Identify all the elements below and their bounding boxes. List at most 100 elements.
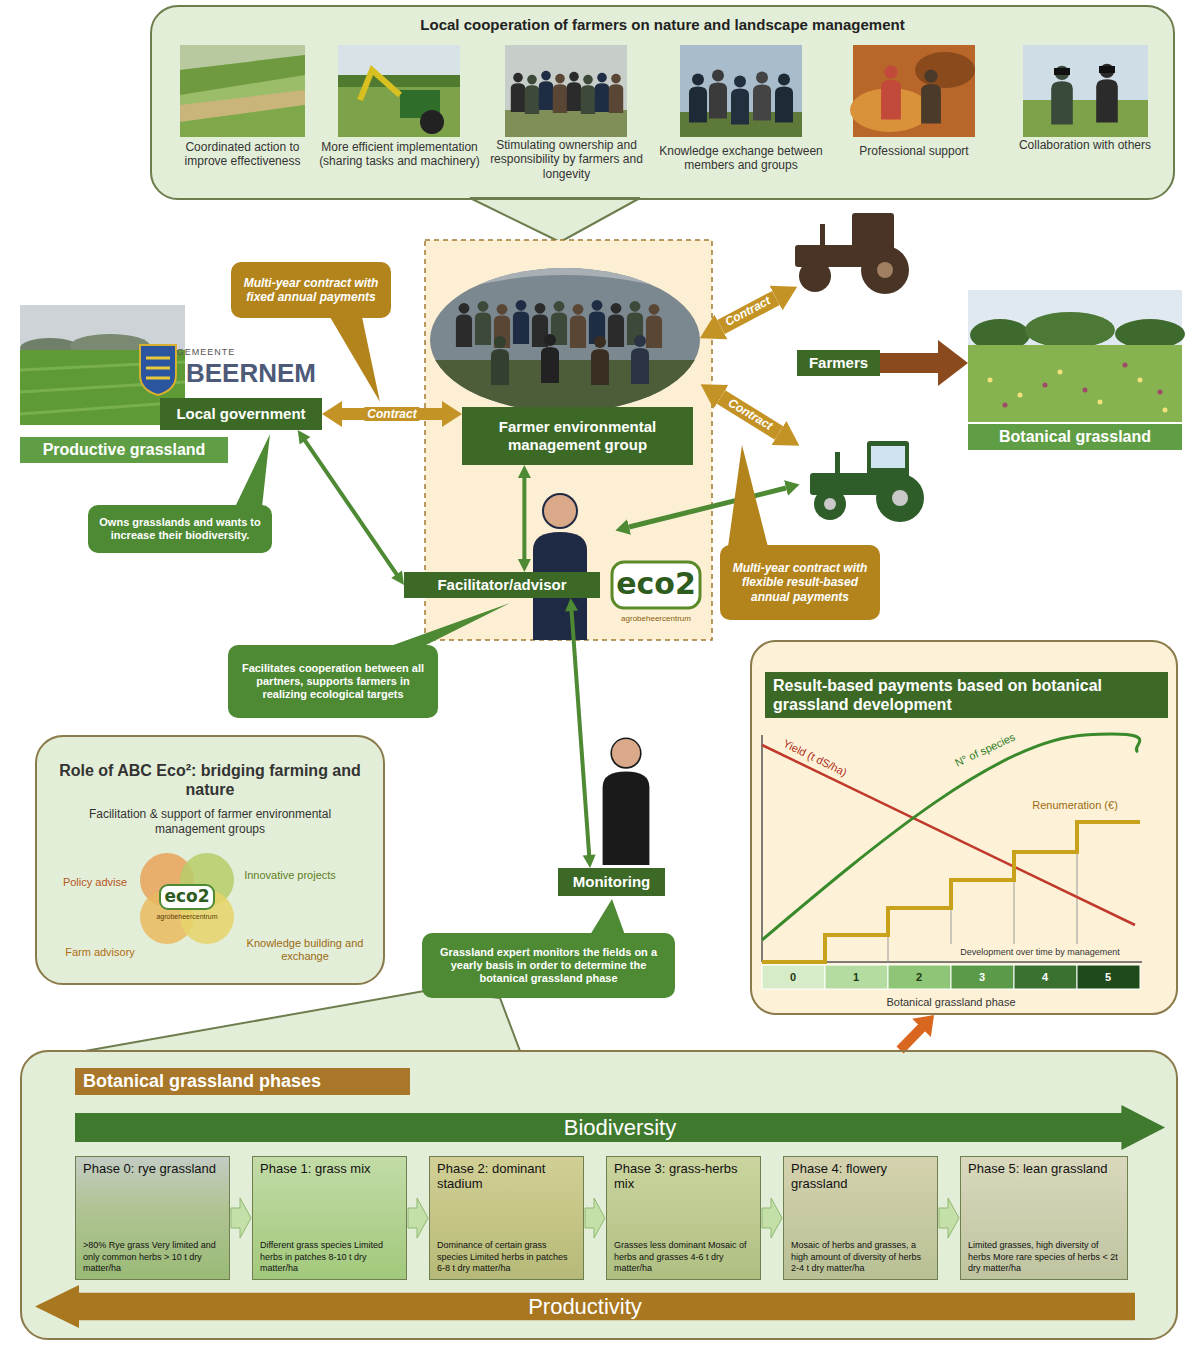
node-text: Phase 2: dominant stadium: [437, 1162, 576, 1192]
arrowhead: [518, 559, 531, 572]
table-cell: 0: [790, 971, 796, 984]
node-text: Collaboration with others: [1010, 138, 1160, 152]
table-cell: 3: [979, 971, 985, 984]
node-text: More efficient implementation (sharing t…: [317, 140, 482, 169]
role-item: Farm advisory: [65, 946, 135, 959]
arrowhead: [322, 401, 342, 427]
logo-text: eco2: [164, 887, 209, 907]
contract-callout: Multi-year contract with flexible result…: [720, 545, 880, 620]
benefit-caption: More efficient implementation (sharing t…: [317, 140, 482, 192]
series-label: Renumeration (€): [1032, 799, 1118, 812]
productivity-arrow: Productivity: [35, 1285, 1135, 1328]
arrowhead: [298, 430, 311, 444]
node-text: Professional support: [839, 144, 989, 158]
table-cell: 5: [1105, 971, 1111, 984]
feedback-arrow: [900, 1015, 934, 1050]
arrow-body: [35, 1285, 1135, 1328]
node-text: Farmers: [809, 354, 868, 372]
benefit-caption: Knowledge exchange between members and g…: [656, 144, 826, 196]
node-text: Phase 3: grass-herbs mix: [614, 1162, 753, 1192]
cooperation-panel: Local cooperation of farmers on nature a…: [150, 5, 1175, 200]
node-text: Coordinated action to improve effectiven…: [165, 140, 320, 169]
arrowhead: [391, 571, 404, 585]
logo-text: agrobeheercentrum: [621, 614, 691, 623]
arrowhead: [518, 465, 531, 478]
node-text: Botanical grassland: [968, 424, 1182, 450]
arrowhead: [912, 1015, 934, 1037]
actor-box: Local government: [160, 398, 322, 430]
connector-line: [304, 440, 397, 576]
table-cell: 2: [916, 971, 922, 984]
arrow-body: [75, 1105, 1165, 1150]
node-text: Phase 4: flowery grassland: [791, 1162, 930, 1192]
node-text: Multi-year contract with fixed annual pa…: [239, 276, 383, 305]
arrowhead: [442, 401, 462, 427]
role-item: Policy advise: [63, 876, 127, 889]
node-text: Role of ABC Eco²: bridging farming and n…: [53, 761, 367, 799]
note-callout: Grassland expert monitors the fields on …: [422, 933, 675, 998]
node-body: Mosaic of herbs and grasses, a high amou…: [791, 1240, 930, 1274]
node-text: Knowledge exchange between members and g…: [656, 144, 826, 173]
node-text: Facilitates cooperation between all part…: [236, 662, 430, 702]
node-body: Dominance of certain grass species Limit…: [437, 1240, 576, 1274]
municipality-name: GEMEENTE: [177, 347, 236, 357]
node-text: Phase 5: lean grassland: [968, 1162, 1120, 1177]
node-text: Biodiversity: [564, 1115, 676, 1141]
axis-label: Development over time by management: [958, 947, 1122, 957]
node-body: Grasses less dominant Mosaic of herbs an…: [614, 1240, 753, 1274]
cooperation-arrow: [565, 598, 596, 868]
logo-text: eco2: [616, 567, 696, 602]
actor-box: Monitoring: [558, 868, 665, 896]
panel-fills: [20, 5, 1178, 1340]
actor-box: Farmer environmental management group: [462, 407, 693, 465]
benefit-photos: [180, 45, 1148, 137]
cooperation-arrow: [518, 465, 531, 572]
node-text: Local cooperation of farmers on nature a…: [152, 7, 1173, 33]
node-body: Facilitation & support of farmer environ…: [70, 807, 350, 836]
phase-box: Phase 5: lean grasslandLimited grasses, …: [960, 1156, 1128, 1280]
node-text: Stimulating ownership and responsibility…: [484, 138, 649, 181]
arrowhead: [583, 855, 596, 868]
arrowhead: [938, 340, 968, 386]
arrowhead: [565, 598, 578, 611]
contract-arrow: [322, 401, 462, 427]
grassland-label: Productive grassland: [20, 437, 228, 463]
node-text: Grassland expert monitors the fields on …: [430, 946, 667, 986]
phase-box: Phase 4: flowery grasslandMosaic of herb…: [783, 1156, 938, 1280]
logo-text: agrobeheercentrum: [156, 913, 217, 921]
node-text: Owns grasslands and wants to increase th…: [96, 516, 264, 542]
connector-label: Contract: [364, 407, 419, 421]
phases-panel: Botanical grassland phasesBiodiversityPh…: [20, 1050, 1178, 1340]
connector-line: [571, 610, 589, 857]
municipality-name: BEERNEM: [186, 359, 316, 389]
node-text: Productive grassland: [43, 441, 206, 459]
node-text: Farmer environmental management group: [468, 418, 687, 454]
phase-box: Phase 2: dominant stadiumDominance of ce…: [429, 1156, 584, 1280]
note-callout: Facilitates cooperation between all part…: [228, 645, 438, 718]
cooperation-arrow: [298, 430, 404, 585]
actor-box: Farmers: [797, 350, 880, 376]
transition-arrow: [880, 340, 968, 386]
benefit-caption: Professional support: [839, 144, 989, 174]
node-text: Phase 0: rye grassland: [83, 1162, 222, 1177]
node-text: Multi-year contract with flexible result…: [728, 561, 872, 604]
biodiversity-arrow: Biodiversity: [75, 1105, 1165, 1150]
node-body: >80% Rye grass Very limited and only com…: [83, 1240, 222, 1274]
node-text: Facilitator/advisor: [437, 576, 566, 594]
connector-line: [522, 477, 526, 561]
node-body: Different grass species Limited herbs in…: [260, 1240, 399, 1274]
node-text: Phase 1: grass mix: [260, 1162, 399, 1177]
axis-label: Botanical grassland phase: [886, 996, 1015, 1009]
connector-line: [340, 408, 444, 420]
contract-label: Contract: [723, 395, 778, 435]
role-item: Innovative projects: [244, 869, 336, 882]
result-panel: Result-based payments based on botanical…: [750, 640, 1178, 1015]
table-cell: 4: [1042, 971, 1048, 984]
payment-chart: [762, 734, 1142, 989]
node-text: Result-based payments based on botanical…: [765, 672, 1168, 718]
role-item: Knowledge building and exchange: [235, 937, 375, 962]
people: [533, 493, 649, 865]
contract-label: Contract: [720, 293, 775, 331]
node-body: Limited grasses, high diversity of herbs…: [968, 1240, 1120, 1274]
